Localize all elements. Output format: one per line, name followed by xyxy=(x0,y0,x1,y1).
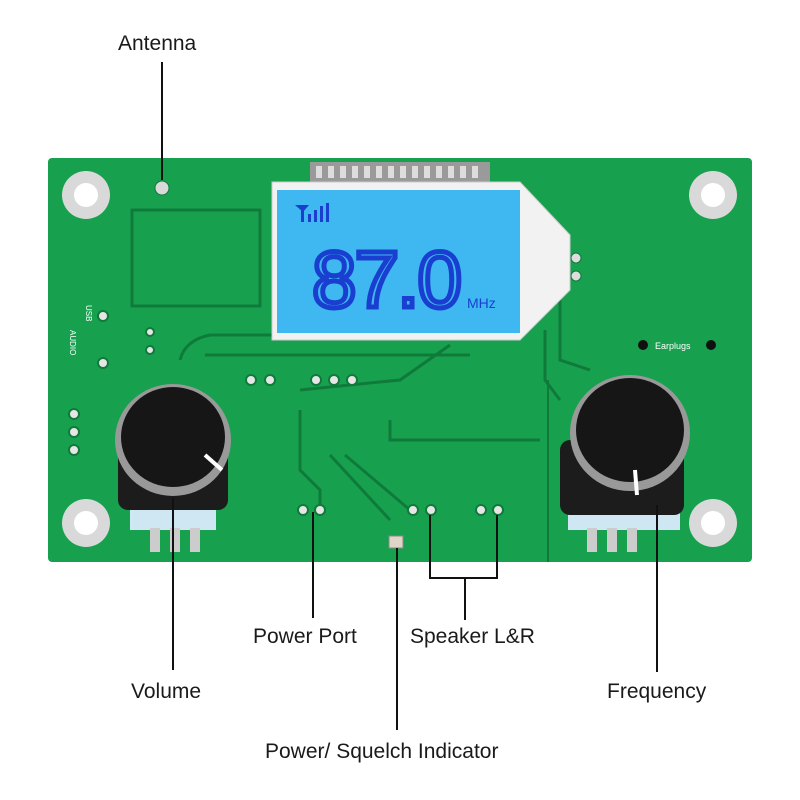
callout-lines xyxy=(161,62,658,730)
volume-label: Volume xyxy=(131,680,202,703)
audio-silkscreen: AUDIO xyxy=(68,330,77,355)
lcd-display: 87.0 MHz xyxy=(271,162,582,341)
speaker-label: Speaker L&R xyxy=(410,625,535,648)
power-port-label: Power Port xyxy=(253,625,357,648)
usb-silkscreen: USB xyxy=(84,305,93,321)
antenna-label: Antenna xyxy=(118,32,197,55)
indicator-label: Power/ Squelch Indicator xyxy=(265,740,499,763)
antenna-pad xyxy=(154,180,170,196)
earplugs-silkscreen: Earplugs xyxy=(655,341,691,351)
mounting-holes xyxy=(62,171,737,547)
frequency-knob[interactable] xyxy=(560,375,690,552)
lcd-screen xyxy=(277,190,520,333)
volume-pointer-icon xyxy=(203,453,224,472)
frequency-pointer-icon xyxy=(633,469,639,496)
frequency-unit: MHz xyxy=(467,295,496,311)
frequency-readout: 87.0 xyxy=(312,235,462,324)
header-pads xyxy=(68,310,504,516)
frequency-label: Frequency xyxy=(607,680,707,703)
signal-strength-icon xyxy=(295,203,329,222)
power-squelch-led xyxy=(388,535,404,549)
volume-knob[interactable] xyxy=(115,384,231,552)
